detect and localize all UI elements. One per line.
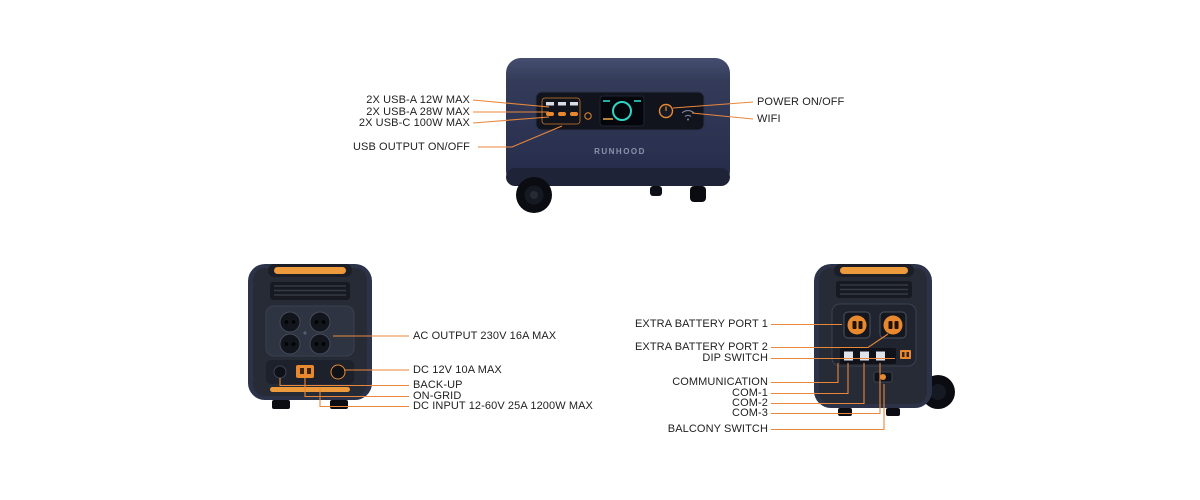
- usb-c-ports: [546, 112, 578, 116]
- usb-a-ports: [546, 102, 578, 106]
- callout-dc-input: DC INPUT 12-60V 25A 1200W MAX: [413, 400, 593, 412]
- callout-usb-c-100w: 2X USB-C 100W MAX: [358, 117, 470, 129]
- dip-switch: [900, 350, 911, 359]
- callout-extra-battery-2: EXTRA BATTERY PORT 2: [634, 341, 768, 353]
- side-vent-slats: [840, 284, 908, 295]
- screen-detail-left: [603, 100, 610, 102]
- usb-group-outline: [541, 97, 581, 125]
- side-handle: [840, 267, 908, 274]
- callout-usb-output: USB OUTPUT ON/OFF: [352, 141, 470, 153]
- rear-view-device: [248, 264, 372, 409]
- rear-vent-slats: [274, 285, 346, 296]
- com-1-port: [844, 351, 853, 361]
- ac-outlet-panel: [265, 305, 355, 357]
- side-foot-left: [838, 408, 852, 416]
- front-wheel-cap: [530, 191, 538, 199]
- on-grid-port-pin-2: [307, 368, 311, 374]
- ac-outlets: [279, 311, 331, 355]
- front-foot-left: [650, 186, 662, 196]
- extra-battery-port-2: [879, 311, 907, 339]
- callout-usb-a-28w: 2X USB-A 28W MAX: [366, 106, 470, 118]
- side-wheel-hub: [930, 384, 946, 400]
- extra-battery-port-1: [843, 311, 871, 339]
- callout-wifi: WIFI: [757, 113, 781, 125]
- rear-foot-left: [272, 400, 290, 409]
- battery-gauge-ring: [612, 101, 632, 121]
- callout-balcony-switch: BALCONY SWITCH: [667, 423, 768, 435]
- rear-handle: [274, 267, 346, 274]
- callout-power: POWER ON/OFF: [757, 96, 845, 108]
- callout-ac-output: AC OUTPUT 230V 16A MAX: [413, 330, 557, 342]
- usb-output-button: [584, 112, 592, 120]
- callout-dip-switch: DIP SWITCH: [702, 352, 768, 364]
- callout-com-3: COM-3: [732, 407, 768, 419]
- com-2-port: [860, 351, 869, 361]
- side-view-device: [814, 264, 955, 416]
- side-foot-right: [886, 408, 900, 416]
- callout-backup: BACK-UP: [413, 379, 463, 391]
- callout-dc-12v: DC 12V 10A MAX: [413, 364, 502, 376]
- callout-com-1: COM-1: [732, 387, 768, 399]
- rear-foot-right: [330, 400, 348, 409]
- com-3-port: [876, 351, 885, 361]
- screen-detail-right: [634, 100, 641, 102]
- callout-usb-a-12w: 2X USB-A 12W MAX: [366, 94, 470, 106]
- dc-input-port: [330, 364, 346, 380]
- callout-extra-battery-1: EXTRA BATTERY PORT 1: [634, 318, 768, 330]
- callout-communication: COMMUNICATION: [672, 376, 768, 388]
- front-body-base: [506, 168, 730, 186]
- rear-accent-strip: [270, 387, 350, 392]
- front-foot-right: [690, 186, 706, 202]
- screen-detail-bottom: [603, 118, 613, 120]
- on-grid-port-pin-1: [300, 368, 304, 374]
- backup-port: [273, 365, 287, 379]
- brand-logo: RUNHOOD: [594, 147, 646, 156]
- balcony-switch: [873, 371, 893, 383]
- callout-com-2: COM-2: [732, 397, 768, 409]
- callout-on-grid: ON-GRID: [413, 390, 462, 402]
- front-view-device: RUNHOOD: [506, 58, 730, 213]
- on-grid-port: [296, 365, 314, 378]
